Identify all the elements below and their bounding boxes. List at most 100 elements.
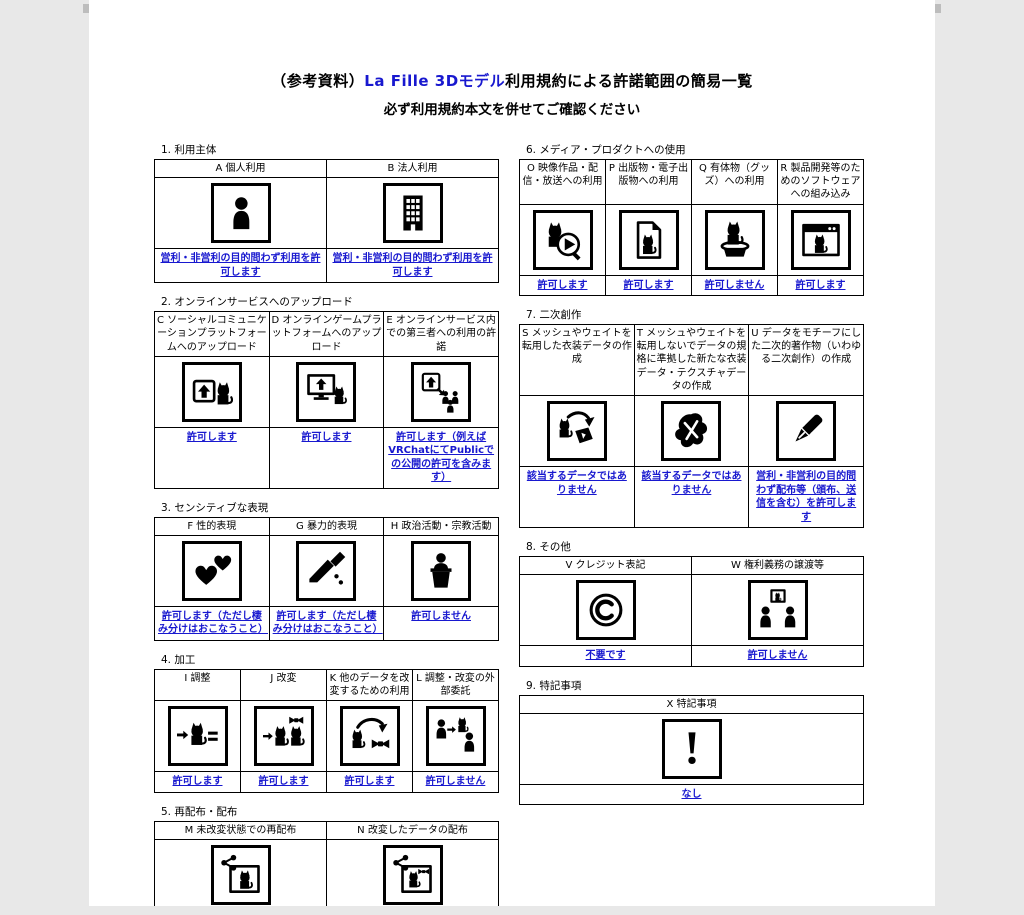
section-heading: 9. 特記事項 — [526, 679, 582, 692]
upload-game-icon — [296, 361, 357, 422]
upload-social-icon — [181, 361, 242, 422]
item-result: 許可します（例えばVRChatにてPublicでの公開の許可を含みます） — [383, 426, 499, 489]
video-icon — [532, 209, 593, 270]
section-table: V クレジット表記 W 権利義務の譲渡等 — [519, 555, 864, 667]
item-result: 該当するデータではありません — [633, 466, 750, 528]
item-label: Q 有体物（グッズ）への利用 — [691, 159, 778, 205]
document-page: （参考資料）La Fille 3Dモデル利用規約による許諾範囲の簡易一覧 必ず利… — [89, 0, 935, 906]
publication-icon — [618, 209, 679, 270]
item-label: J 改変 — [240, 668, 327, 702]
item-label: L 調整・改変の外部委託 — [412, 668, 499, 702]
section-heading: 3. センシティブな表現 — [161, 501, 269, 514]
goods-icon — [704, 209, 765, 270]
item-label: G 暴力的表現 — [268, 516, 385, 536]
title-prefix: （参考資料） — [271, 72, 365, 90]
item-result: 許可します（ただし棲み分けはおこなうこと） — [154, 605, 270, 641]
section-heading: 5. 再配布・配布 — [161, 805, 238, 818]
item-result: 不要です — [519, 645, 692, 667]
item-result: 許可します — [240, 771, 327, 793]
item-label: K 他のデータを改変するための利用 — [326, 668, 413, 702]
item-result: 許可しません — [691, 645, 864, 667]
item-label: I 調整 — [154, 668, 241, 702]
item-result: 許可します — [777, 274, 864, 297]
item-label: P 出版物・電子出版物への利用 — [605, 159, 692, 205]
section-table: O 映像作品・配信・放送への利用 P 出版物・電子出版物への利用 Q 有体物（グ… — [519, 159, 864, 297]
page-subtitle: 必ず利用規約本文を併せてご確認ください — [383, 102, 641, 118]
item-result: なし — [519, 783, 864, 806]
item-label: T メッシュやウェイトを転用しないでデータの規格に準拠した新たな衣装データ・テク… — [633, 324, 750, 396]
item-label: R 製品開発等のためのソフトウェアへの組み込み — [777, 159, 864, 205]
new-costume-data-icon — [661, 401, 722, 461]
section-table: F 性的表現 G 暴力的表現 H 政治活動・宗教活動 — [154, 516, 499, 641]
hearts-icon — [181, 540, 242, 601]
section-table: I 調整 J 改変 K 他のデータを改変するための利用 L 調整・改変の外部委託 — [154, 668, 499, 793]
item-label: X 特記事項 — [519, 694, 864, 714]
item-label: C ソーシャルコミュニケーションプラットフォームへのアップロード — [154, 311, 270, 357]
section-table: A 個人利用 B 法人利用 — [154, 158, 499, 284]
item-label: A 個人利用 — [154, 158, 327, 179]
section-table: C ソーシャルコミュニケーションプラットフォームへのアップロード D オンライン… — [154, 311, 499, 489]
item-label: O 映像作品・配信・放送への利用 — [519, 159, 606, 205]
item-label: U データをモチーフにした二次的著作物（いわゆる二次創作）の作成 — [748, 324, 864, 396]
modify-other-data-icon — [339, 706, 400, 767]
third-party-use-icon — [411, 361, 472, 422]
pen-icon — [776, 401, 837, 461]
section-heading: 1. 利用主体 — [161, 144, 217, 156]
section-heading: 7. 二次創作 — [526, 309, 582, 322]
title-model-name: La Fille 3Dモデル — [364, 72, 506, 90]
section-usage-entity: 1. 利用主体 A 個人利用 B 法人利用 — [154, 142, 499, 284]
knife-icon — [296, 540, 357, 601]
item-result: 許可します — [268, 426, 385, 489]
item-label: B 法人利用 — [326, 158, 499, 179]
section-heading: 8. その他 — [526, 541, 571, 553]
section-table: S メッシュやウェイトを転用した衣装データの作成 T メッシュやウェイトを転用し… — [519, 324, 864, 528]
viewer-corner-mark-right — [930, 4, 941, 13]
software-icon — [790, 209, 851, 270]
section-redistribution: 5. 再配布・配布 M 未改変状態での再配布 N 改変したデータの配布 — [154, 804, 499, 906]
item-result: 営利・非営利の目的問わず利用を許可します — [326, 248, 499, 284]
item-result: 許可します — [519, 274, 606, 297]
person-icon — [210, 183, 271, 244]
item-label: E オンラインサービス内での第三者への利用の許諾 — [383, 311, 499, 357]
title-suffix: 利用規約による許諾範囲の簡易一覧 — [505, 72, 753, 90]
item-label: W 権利義務の譲渡等 — [691, 555, 864, 576]
section-special-notes: 9. 特記事項 X 特記事項 なし — [519, 678, 864, 806]
right-column: 6. メディア・プロダクトへの使用 O 映像作品・配信・放送への利用 P 出版物… — [519, 142, 864, 906]
page-title: （参考資料）La Fille 3Dモデル利用規約による許諾範囲の簡易一覧 — [89, 70, 935, 91]
content-columns: 1. 利用主体 A 個人利用 B 法人利用 — [154, 142, 935, 906]
section-modification: 4. 加工 I 調整 J 改変 K 他のデータを改変するための利用 L 調整・改… — [154, 652, 499, 793]
podium-icon — [411, 540, 472, 601]
item-result: 営利・非営利の目的問わず利用を許可します — [154, 248, 327, 284]
adjust-icon — [167, 706, 228, 767]
section-media-product: 6. メディア・プロダクトへの使用 O 映像作品・配信・放送への利用 P 出版物… — [519, 142, 864, 297]
section-online-upload: 2. オンラインサービスへのアップロード C ソーシャルコミュニケーションプラッ… — [154, 294, 499, 489]
item-label: F 性的表現 — [154, 516, 270, 536]
item-result: 許可します（ただし棲み分けはおこなうこと） — [268, 605, 385, 641]
item-result: 許可します — [326, 771, 413, 793]
item-label: H 政治活動・宗教活動 — [383, 516, 499, 536]
section-table: M 未改変状態での再配布 N 改変したデータの配布 — [154, 820, 499, 906]
item-label: S メッシュやウェイトを転用した衣装データの作成 — [519, 324, 635, 396]
section-others: 8. その他 V クレジット表記 W 権利義務の譲渡等 — [519, 539, 864, 667]
item-label: N 改変したデータの配布 — [326, 820, 499, 841]
outsource-icon — [425, 706, 486, 767]
section-heading: 6. メディア・プロダクトへの使用 — [526, 144, 686, 156]
modify-icon — [253, 706, 314, 767]
section-heading: 4. 加工 — [161, 653, 196, 666]
exclamation-icon — [661, 718, 722, 779]
copyright-icon — [575, 580, 636, 641]
corporate-building-icon — [382, 183, 443, 244]
redistribute-icon — [210, 845, 271, 905]
rights-transfer-icon — [747, 580, 808, 641]
section-heading: 2. オンラインサービスへのアップロード — [161, 296, 353, 309]
left-column: 1. 利用主体 A 個人利用 B 法人利用 — [154, 142, 499, 906]
item-label: D オンラインゲームプラットフォームへのアップロード — [268, 311, 385, 357]
item-result: 許可します — [154, 426, 270, 489]
item-result: 許可します — [154, 771, 241, 793]
item-result: 該当するデータではありません — [519, 466, 635, 528]
section-derivative-works: 7. 二次創作 S メッシュやウェイトを転用した衣装データの作成 T メッシュや… — [519, 307, 864, 528]
viewer-corner-mark-left — [83, 4, 94, 13]
item-result: 許可しません — [691, 274, 778, 297]
item-result: 営利・非営利の目的問わず配布等（頒布、送信を含む）を許可します — [748, 466, 864, 528]
